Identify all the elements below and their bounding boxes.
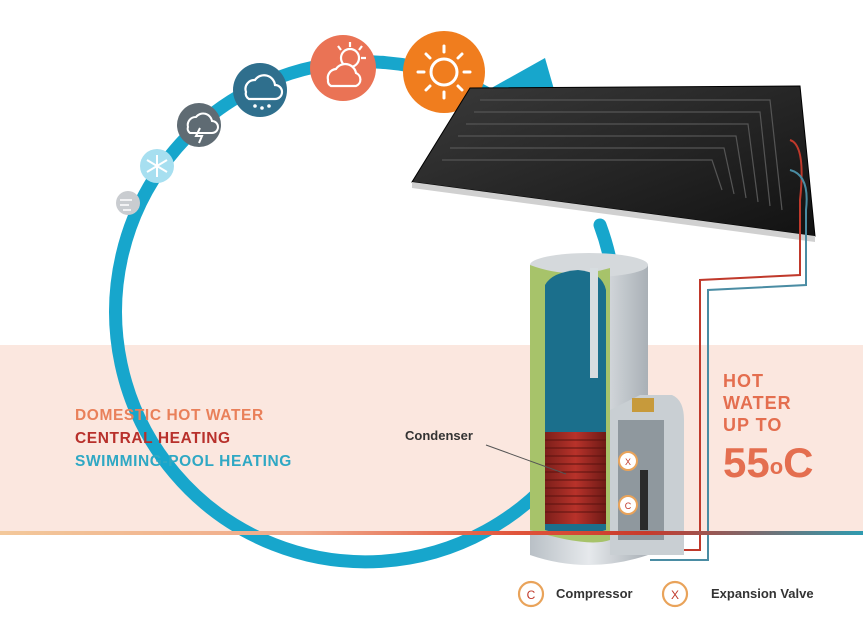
temperature-unit: C <box>783 439 814 486</box>
svg-text:C: C <box>625 501 632 511</box>
thermodynamic-panel <box>411 85 816 242</box>
hot-line-1: HOT <box>723 371 764 391</box>
refrigerant-pipes <box>640 139 808 561</box>
use-central-heating: CENTRAL HEATING <box>75 430 231 447</box>
application-list: DOMESTIC HOT WATER CENTRAL HEATING SWIMM… <box>75 404 292 473</box>
expansion-valve-marker: X <box>618 451 638 471</box>
wind-icon <box>116 191 140 215</box>
expansion-valve-legend-label: Expansion Valve <box>711 586 814 601</box>
band-divider <box>0 531 863 535</box>
use-domestic-hot-water: DOMESTIC HOT WATER <box>75 407 264 424</box>
use-swimming-pool-heating: SWIMMING-POOL HEATING <box>75 453 292 470</box>
water-tank <box>530 253 684 565</box>
compressor-marker: C <box>618 495 638 515</box>
rain-cloud-icon <box>233 63 287 117</box>
compressor-legend-icon: C <box>517 580 545 608</box>
condenser-coil <box>545 432 606 524</box>
sun-icon <box>403 31 485 113</box>
hot-line-2: WATER <box>723 393 792 413</box>
hot-line-3: UP TO <box>723 415 783 435</box>
hot-water-callout: HOT WATER UP TO 55oC <box>723 370 814 486</box>
compressor-legend-label: Compressor <box>556 586 633 601</box>
degree-symbol: o <box>769 454 784 479</box>
svg-text:X: X <box>671 588 679 602</box>
expansion-valve-legend-icon: X <box>661 580 689 608</box>
sun-cloud-icon <box>310 35 376 101</box>
snowflake-icon <box>140 149 174 183</box>
storm-icon <box>177 103 221 147</box>
condenser-pointer <box>485 444 567 475</box>
svg-text:C: C <box>527 588 536 602</box>
temperature-value: 55 <box>723 439 770 486</box>
svg-text:X: X <box>625 457 631 467</box>
condenser-label: Condenser <box>405 428 473 443</box>
hot-water-temperature: 55oC <box>723 440 814 486</box>
